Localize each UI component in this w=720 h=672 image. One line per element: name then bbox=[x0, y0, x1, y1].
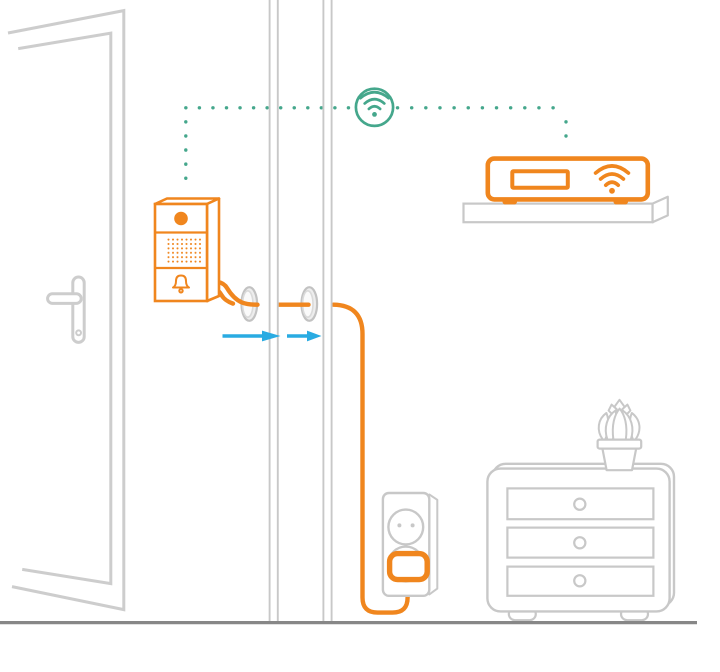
arrow-right-icon bbox=[262, 330, 281, 342]
plant-leaf bbox=[611, 407, 628, 441]
shelf-front-face bbox=[462, 202, 654, 224]
cable-direction-arrows bbox=[222, 330, 322, 342]
wall-face-outer bbox=[270, 0, 277, 622]
wifi-dot bbox=[609, 187, 615, 194]
outlet-side-edge bbox=[428, 493, 439, 596]
wall-shelf bbox=[462, 195, 669, 224]
router-display bbox=[510, 169, 570, 190]
wifi-arc-small bbox=[603, 180, 621, 188]
wifi-arc-large bbox=[593, 164, 631, 175]
cable-indoor-segment bbox=[331, 302, 410, 615]
socket-pin-hole bbox=[397, 523, 402, 528]
smart-doorbell bbox=[153, 197, 221, 303]
drawer-knob bbox=[573, 574, 587, 588]
wifi-arc-mid bbox=[598, 172, 626, 181]
wifi-arc-large bbox=[359, 90, 390, 100]
wall-face-inner bbox=[324, 0, 331, 622]
socket-pin-hole bbox=[410, 523, 415, 528]
keyhole bbox=[75, 329, 82, 337]
bell-body bbox=[172, 274, 190, 289]
drawer-cabinet bbox=[486, 462, 676, 622]
socket-top bbox=[387, 508, 425, 546]
handle-lever bbox=[46, 292, 83, 305]
shelf-end-face bbox=[651, 195, 669, 224]
camera-icon bbox=[174, 211, 188, 226]
internet-router bbox=[485, 156, 651, 205]
front-door bbox=[7, 8, 126, 612]
drawer[interactable] bbox=[506, 526, 655, 559]
speaker-grille bbox=[166, 238, 201, 264]
wifi-icon bbox=[354, 87, 395, 128]
wifi-arc-mid bbox=[363, 97, 386, 105]
door-outer-edge bbox=[7, 8, 126, 612]
wall-cross-section bbox=[268, 0, 333, 622]
arrow-right-icon bbox=[307, 330, 322, 342]
wifi-dotted-link bbox=[184, 87, 568, 194]
plant-pot-body bbox=[601, 447, 638, 472]
door-inner-edge bbox=[17, 31, 113, 586]
plant-pot-rim bbox=[596, 438, 643, 450]
bell-clapper bbox=[178, 288, 184, 294]
wifi-arc-small bbox=[367, 104, 382, 111]
power-outlet bbox=[381, 491, 439, 598]
wifi-icon bbox=[593, 164, 631, 194]
drawer-knob bbox=[573, 497, 587, 511]
doorbell-side-face bbox=[205, 197, 221, 303]
door-handle bbox=[46, 275, 86, 344]
doorbell-power-cable bbox=[202, 279, 410, 615]
potted-plant bbox=[596, 398, 643, 472]
wifi-dot bbox=[372, 112, 377, 117]
drawer-knob bbox=[573, 536, 587, 550]
bell-icon[interactable] bbox=[172, 274, 190, 294]
power-plug bbox=[386, 550, 430, 583]
